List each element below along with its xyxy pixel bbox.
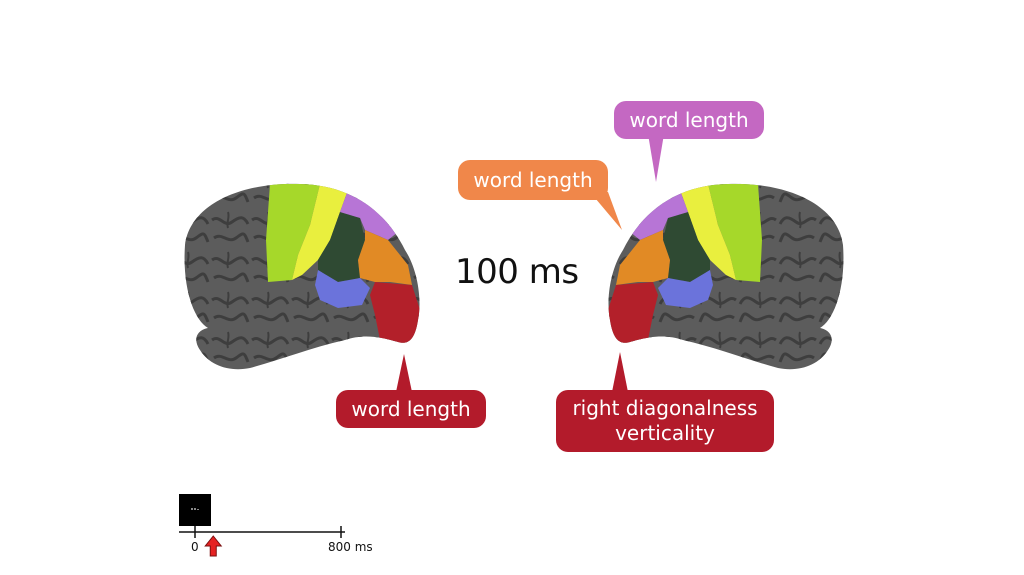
callout-red-right: right diagonalness verticality	[556, 390, 774, 452]
callout-pointer-red-left	[396, 354, 412, 392]
region-darkgreen-right	[663, 212, 710, 282]
stimulus-glyph	[191, 508, 199, 510]
region-green-left	[266, 184, 320, 282]
callout-magenta: word length	[614, 101, 764, 139]
timeline-start-label: 0	[191, 540, 199, 554]
callout-red-right-line-1: right diagonalness	[572, 396, 758, 420]
region-blue-left	[315, 270, 370, 308]
pointer-orange-shape	[590, 192, 622, 230]
callout-red-left: word length	[336, 390, 486, 428]
region-green-right	[708, 184, 762, 282]
region-magenta-right	[630, 190, 688, 240]
pointer-red-left-shape	[396, 354, 412, 392]
timeline-graphic	[179, 494, 345, 557]
pointer-magenta-shape	[648, 134, 664, 182]
left-hemisphere-brain	[184, 183, 420, 370]
callout-red-right-line-2: verticality	[615, 421, 715, 445]
region-darkgreen-left	[318, 212, 365, 282]
region-blue-right	[658, 270, 713, 308]
region-yellow-right	[680, 184, 736, 280]
region-red-left	[370, 282, 420, 345]
callout-pointer-magenta	[648, 134, 664, 182]
region-yellow-left	[292, 184, 348, 280]
pointer-red-right-shape	[612, 352, 628, 392]
callout-orange-text: word length	[473, 168, 593, 192]
timeline-marker-arrow	[204, 535, 223, 557]
callout-red-left-text: word length	[351, 397, 471, 421]
timeline: 0 800 ms	[170, 488, 390, 568]
region-magenta-left	[340, 190, 398, 240]
callout-pointer-red-right	[612, 352, 628, 392]
time-label: 100 ms	[455, 252, 579, 292]
region-red-right	[608, 282, 658, 345]
region-orange-left	[358, 230, 412, 285]
region-orange-right	[616, 230, 670, 285]
callout-orange: word length	[458, 160, 608, 200]
right-hemisphere-brain	[608, 183, 844, 370]
callout-pointer-orange	[590, 192, 622, 230]
callout-magenta-text: word length	[629, 108, 749, 132]
timeline-end-label: 800 ms	[328, 540, 373, 554]
